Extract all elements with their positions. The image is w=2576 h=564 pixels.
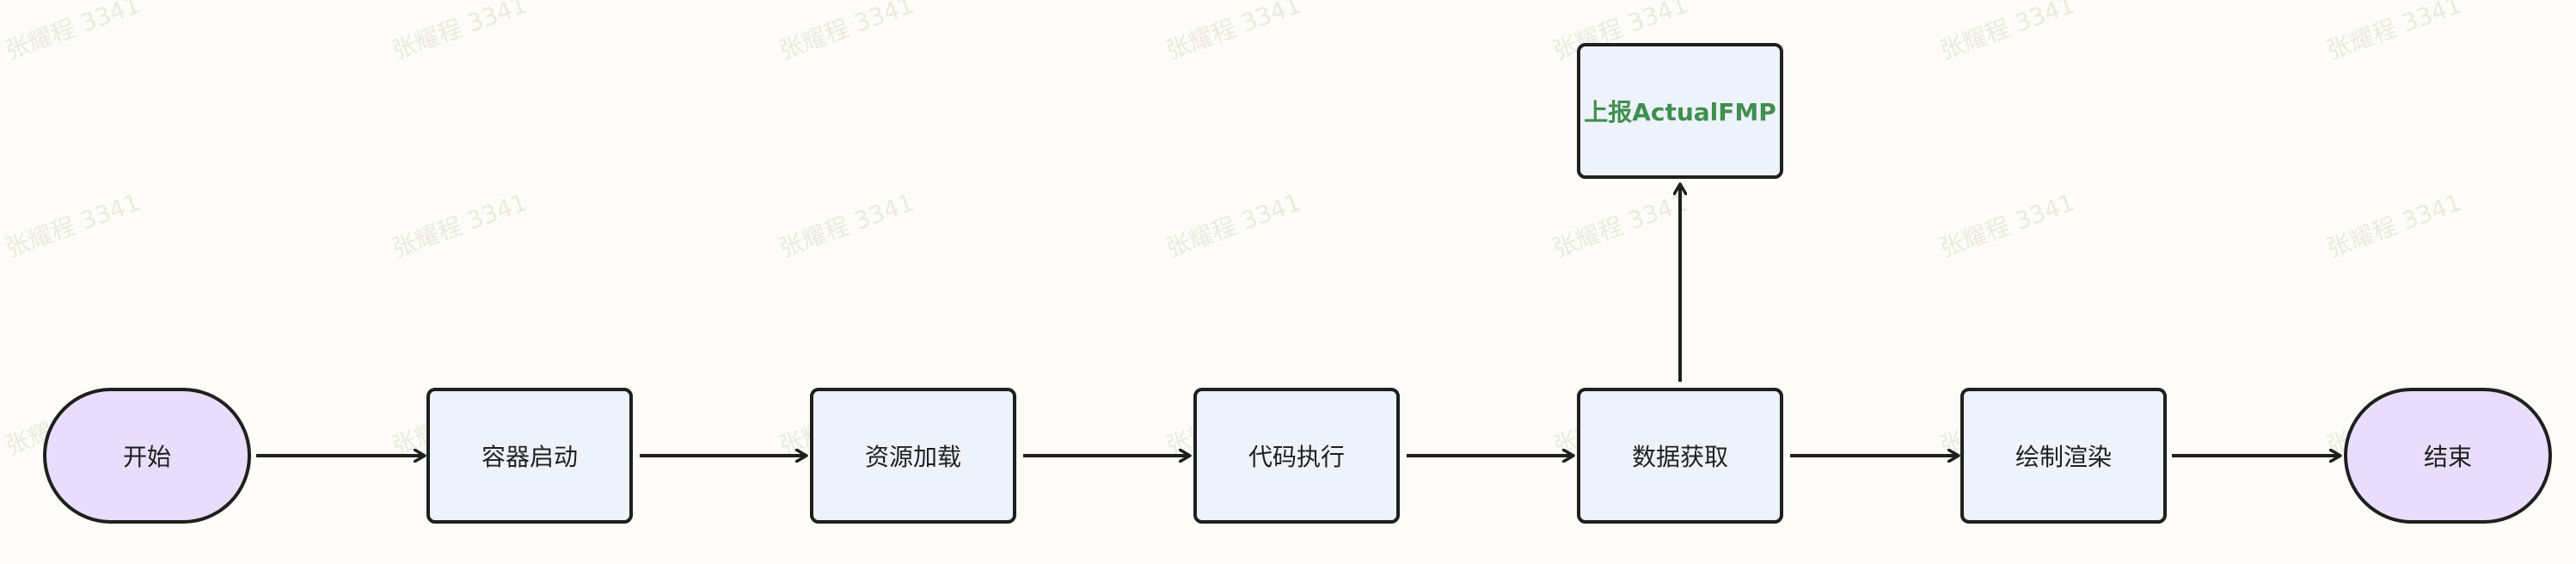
node-start: 开始 <box>43 388 251 524</box>
node-code-execution: 代码执行 <box>1193 388 1400 524</box>
node-resource-loading: 资源加载 <box>810 388 1016 524</box>
node-data-fetch: 数据获取 <box>1577 388 1783 524</box>
node-render: 绘制渲染 <box>1960 388 2167 524</box>
node-report-actualfmp: 上报ActualFMP <box>1577 43 1783 179</box>
node-end: 结束 <box>2344 388 2552 524</box>
node-container-start: 容器启动 <box>426 388 633 524</box>
